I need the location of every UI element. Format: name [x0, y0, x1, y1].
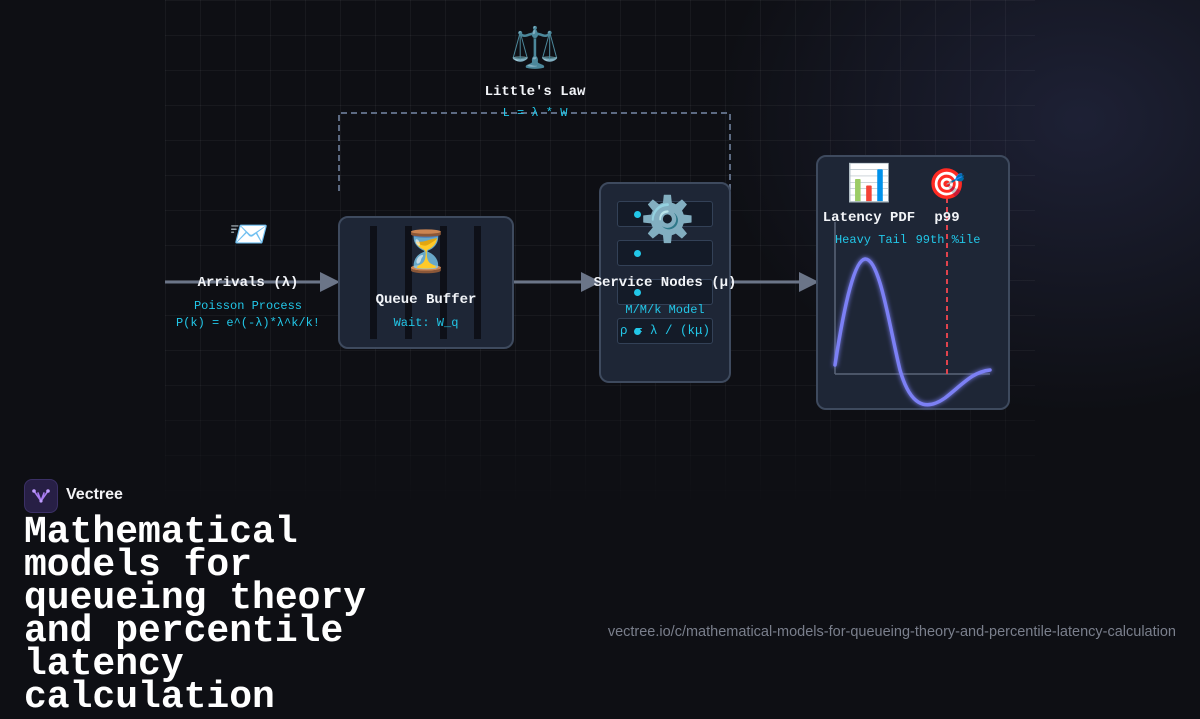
- percentile-label: 99th %ile: [915, 233, 981, 247]
- heavy-tail-label: Heavy Tail: [834, 233, 907, 247]
- status-led: [634, 289, 641, 296]
- queue-bar: [474, 226, 481, 339]
- page-title: Mathematical models for queueing theory …: [24, 511, 367, 719]
- brand-name: Vectree: [66, 486, 123, 503]
- target-icon: 🎯: [928, 167, 966, 202]
- arrivals-formula: P(k) = e^(-λ)*λ^k/k!: [175, 316, 321, 330]
- latency-chart: [833, 198, 992, 407]
- latency-pdf-title: Latency PDF: [822, 210, 916, 226]
- service-utilization-formula: ρ = λ / (kμ): [619, 324, 710, 338]
- queue-bar: [370, 226, 377, 339]
- gear-icon: ⚙️: [640, 194, 695, 245]
- page-url[interactable]: vectree.io/c/mathematical-models-for-que…: [607, 624, 1176, 640]
- vectree-logo-icon: [32, 489, 50, 503]
- arrowhead-service: [581, 272, 601, 292]
- arrivals-subtitle: Poisson Process: [193, 299, 303, 313]
- queue-title: Queue Buffer: [375, 292, 477, 308]
- latency-pdf-card: [816, 155, 1010, 410]
- connector-layer: [165, 112, 819, 292]
- arrowhead-latency: [799, 272, 819, 292]
- littles-law-title: Little's Law: [484, 84, 586, 100]
- service-nodes-card: [599, 182, 731, 383]
- queue-buffer-card: [338, 216, 514, 349]
- p99-label: p99: [934, 210, 960, 226]
- vectree-logo: [24, 479, 58, 513]
- littles-law-bracket: [338, 112, 731, 191]
- littles-law-formula: L = λ * W: [502, 106, 568, 120]
- server-slot: [617, 201, 713, 227]
- bar-chart-icon: 📊: [846, 163, 892, 204]
- status-led: [634, 328, 641, 335]
- arrowhead-queue: [320, 272, 340, 292]
- server-slot: [617, 240, 713, 266]
- queue-bar: [440, 226, 447, 339]
- status-led: [634, 211, 641, 218]
- service-title: Service Nodes (μ): [593, 275, 737, 291]
- incoming-envelope-icon: 📨: [229, 215, 269, 253]
- queue-bar: [405, 226, 412, 339]
- arrivals-title: Arrivals (λ): [197, 275, 299, 291]
- balance-scale-icon: ⚖️: [510, 25, 560, 71]
- queue-wait-label: Wait: W_q: [393, 316, 459, 330]
- status-led: [634, 250, 641, 257]
- server-slot: [617, 279, 713, 305]
- latency-distribution-curve: [833, 257, 992, 407]
- server-slot: [617, 318, 713, 344]
- hourglass-icon: ⏳: [401, 229, 451, 275]
- service-model: M/M/k Model: [625, 303, 705, 317]
